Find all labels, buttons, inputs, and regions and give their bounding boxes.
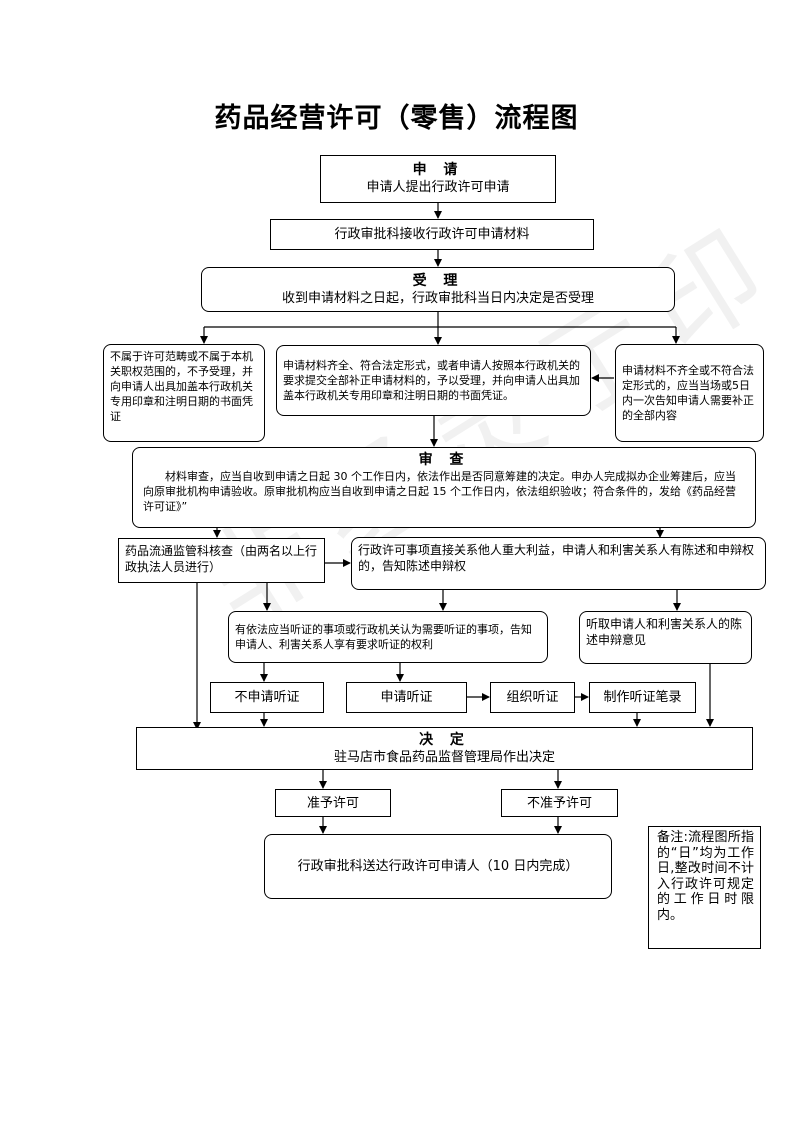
deliver-text: 行政审批科送达行政许可申请人（10 日内完成） xyxy=(297,859,579,874)
deny-box: 不准予许可 xyxy=(501,789,618,817)
inspect-text: 药品流通监管科核查（由两名以上行政执法人员进行） xyxy=(125,544,318,574)
interest-box: 行政许可事项直接关系他人重大利益，申请人和利害关系人有陈述和申辩权的，告知陈述申… xyxy=(351,537,766,590)
accept-complete-box: 申请材料齐全、符合法定形式，或者申请人按照本行政机关的要求提交全部补正申请材料的… xyxy=(276,345,591,416)
listen-text: 听取申请人和利害关系人的陈述申辩意见 xyxy=(586,617,743,647)
hearing-right-box: 有依法应当听证的事项或行政机关认为需要听证的事项，告知申请人、利害关系人享有要求… xyxy=(228,611,548,663)
decide-heading: 决 定 xyxy=(419,731,470,748)
incomplete-box: 申请材料不齐全或不符合法定形式的，应当当场或5日内一次告知申请人需要补正的全部内… xyxy=(615,344,764,442)
interest-text: 行政许可事项直接关系他人重大利益，申请人和利害关系人有陈述和申辩权的，告知陈述申… xyxy=(358,543,755,573)
review-text: 材料审查，应当自收到申请之日起 30 个工作日内，依法作出是否同意筹建的决定。申… xyxy=(143,470,736,513)
receive-box: 行政审批科接收行政许可申请材料 xyxy=(270,219,594,250)
grant-box: 准予许可 xyxy=(275,789,391,817)
reject-scope-box: 不属于许可范畴或不属于本机关职权范围的，不予受理，并向申请人出具加盖本行政机关专… xyxy=(103,344,265,442)
receive-text: 行政审批科接收行政许可申请材料 xyxy=(334,227,530,242)
decide-text: 驻马店市食品药品监督管理局作出决定 xyxy=(333,749,555,765)
deliver-box: 行政审批科送达行政许可申请人（10 日内完成） xyxy=(264,834,612,899)
reject-scope-text: 不属于许可范畴或不属于本机关职权范围的，不予受理，并向申请人出具加盖本行政机关专… xyxy=(110,350,253,423)
request-hearing-text: 申请听证 xyxy=(380,690,433,705)
request-hearing-box: 申请听证 xyxy=(346,682,467,713)
apply-heading: 申 请 xyxy=(412,162,464,178)
incomplete-text: 申请材料不齐全或不符合法定形式的，应当当场或5日内一次告知申请人需要补正的全部内… xyxy=(622,364,754,422)
note-text: 备注:流程图所指的“日”均为工作日,整改时间不计入行政许可规定的工作日时限内。 xyxy=(657,830,754,923)
hearing-record-text: 制作听证笔录 xyxy=(603,690,682,705)
inspect-box: 药品流通监管科核查（由两名以上行政执法人员进行） xyxy=(118,538,325,583)
hearing-right-text: 有依法应当听证的事项或行政机关认为需要听证的事项，告知申请人、利害关系人享有要求… xyxy=(235,623,532,651)
organize-hearing-box: 组织听证 xyxy=(490,682,575,713)
no-hearing-text: 不申请听证 xyxy=(234,690,300,705)
review-heading: 审 查 xyxy=(418,452,470,468)
accept-heading: 受 理 xyxy=(412,272,464,289)
decide-box: 决 定 驻马店市食品药品监督管理局作出决定 xyxy=(136,727,753,770)
no-hearing-box: 不申请听证 xyxy=(210,682,324,713)
apply-text: 申请人提出行政许可申请 xyxy=(366,180,510,195)
review-box: 审 查 材料审查，应当自收到申请之日起 30 个工作日内，依法作出是否同意筹建的… xyxy=(132,447,756,528)
accept-complete-text: 申请材料齐全、符合法定形式，或者申请人按照本行政机关的要求提交全部补正申请材料的… xyxy=(283,359,580,402)
page-title: 药品经营许可（零售）流程图 xyxy=(214,103,579,134)
organize-hearing-text: 组织听证 xyxy=(506,690,559,705)
accept-box: 受 理 收到申请材料之日起，行政审批科当日内决定是否受理 xyxy=(201,267,675,312)
hearing-record-box: 制作听证笔录 xyxy=(589,682,696,713)
deny-text: 不准予许可 xyxy=(526,795,592,811)
accept-text: 收到申请材料之日起，行政审批科当日内决定是否受理 xyxy=(281,290,594,306)
listen-box: 听取申请人和利害关系人的陈述申辩意见 xyxy=(579,611,752,664)
note-box: 备注:流程图所指的“日”均为工作日,整改时间不计入行政许可规定的工作日时限内。 xyxy=(648,826,761,949)
grant-text: 准予许可 xyxy=(306,795,359,811)
apply-box: 申 请 申请人提出行政许可申请 xyxy=(320,155,556,203)
